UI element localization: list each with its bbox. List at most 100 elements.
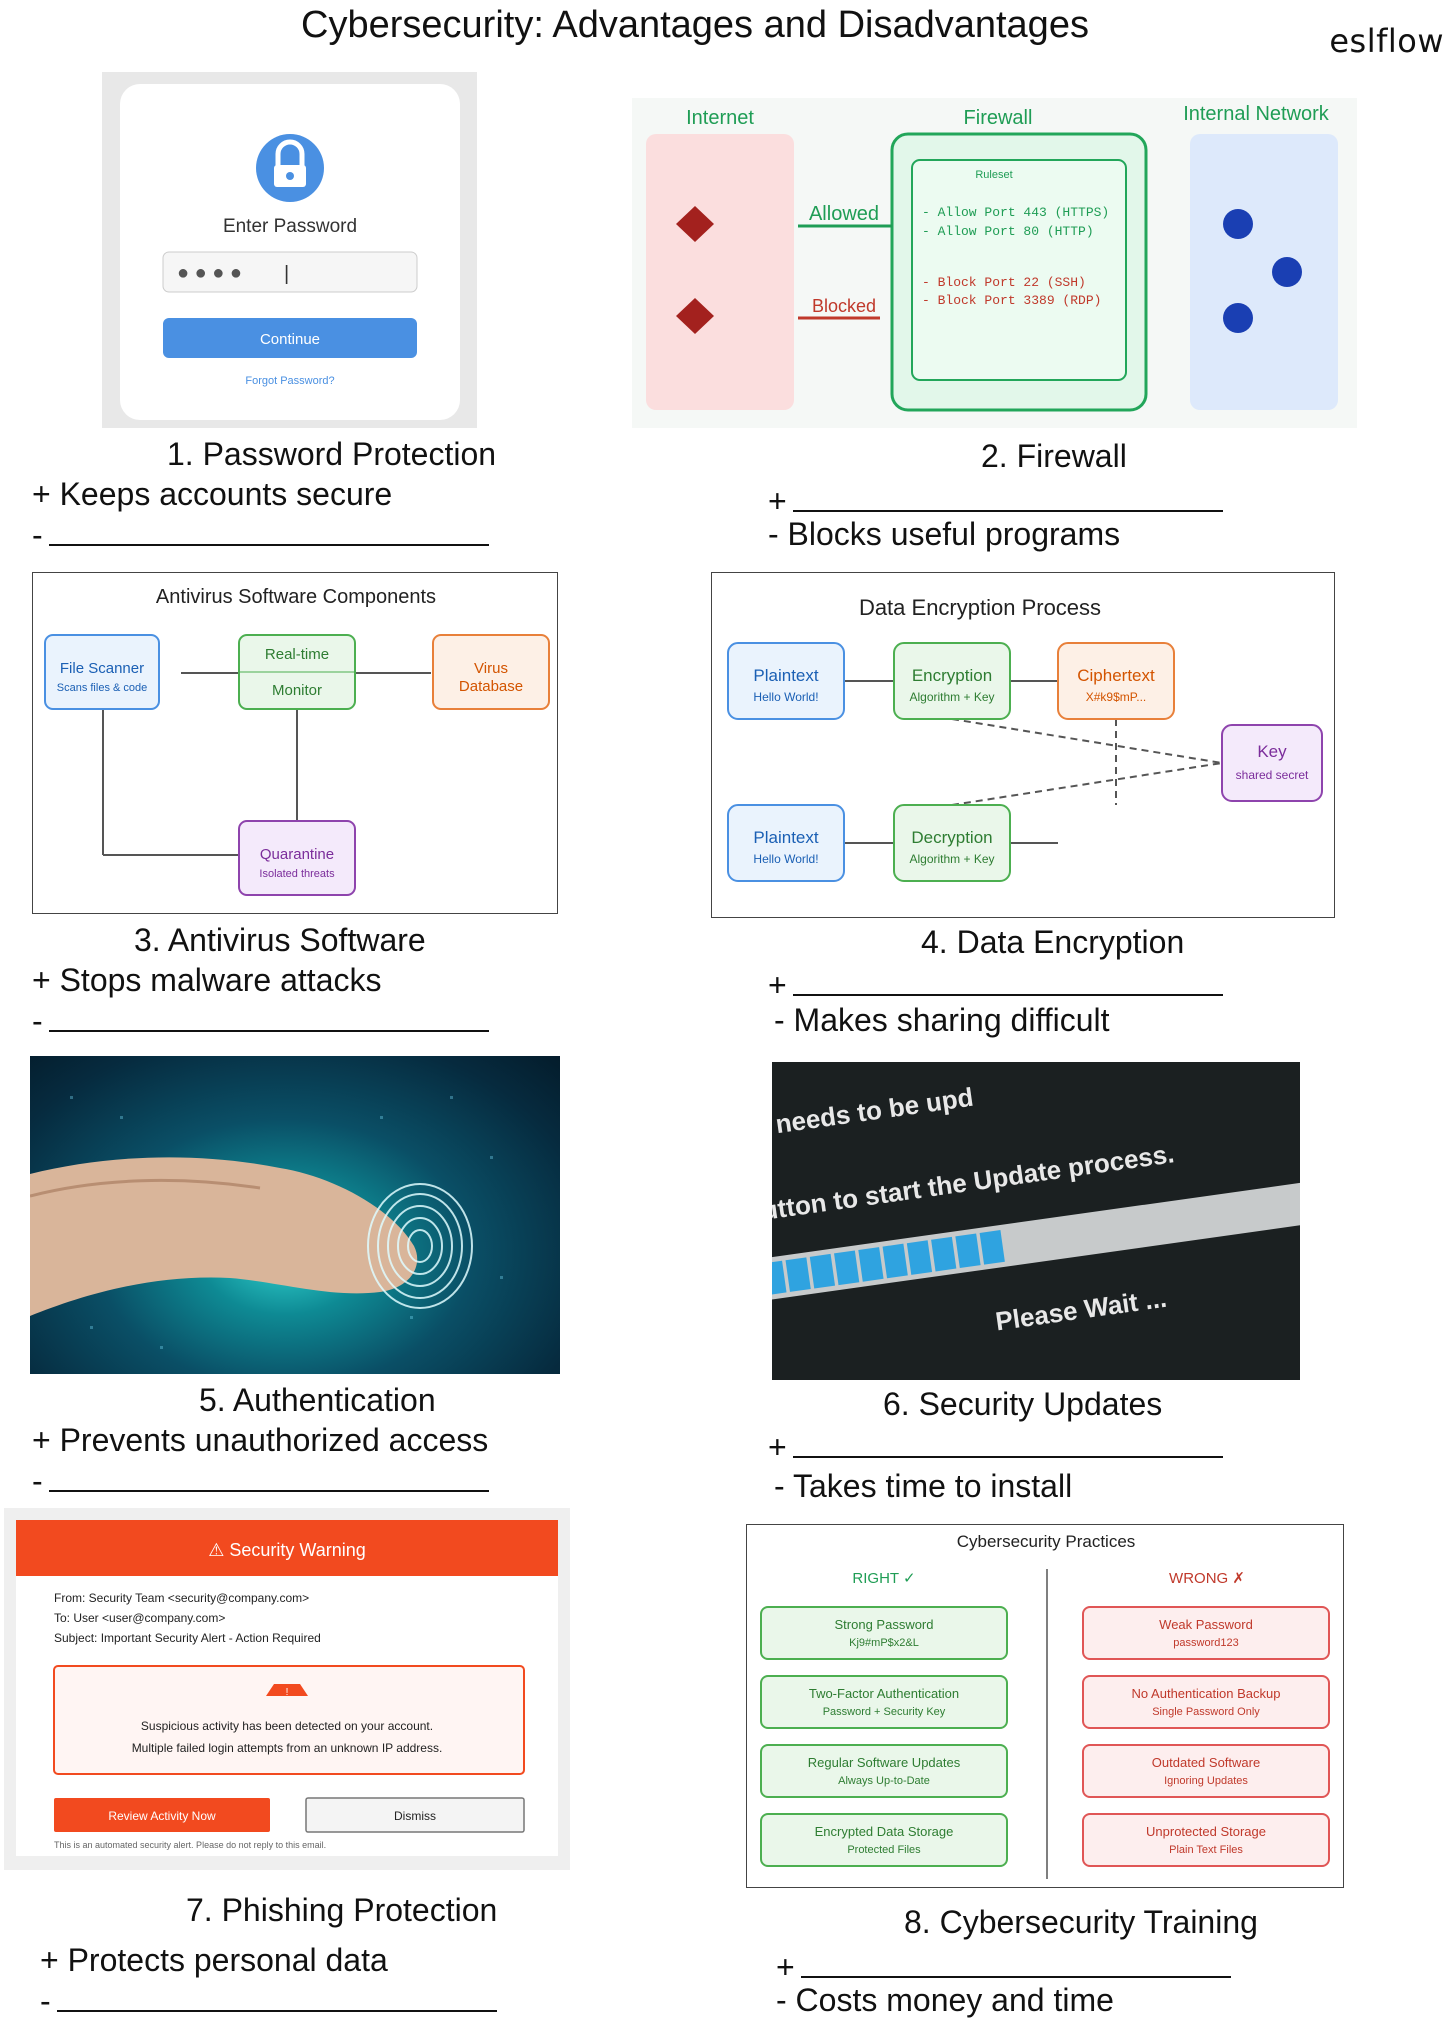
alert-line-2: Multiple failed login attempts from an u… <box>132 1741 443 1755</box>
encryption-figure: Data Encryption Process Plaintext Hello … <box>711 572 1335 918</box>
right-practice-box <box>760 1813 1008 1867</box>
firewall-figure: Internet Firewall Internal Network Allow… <box>632 98 1357 428</box>
disadvantage-1: - <box>32 514 489 554</box>
advantage-6: + <box>768 1426 1223 1466</box>
plus-sign: + <box>40 1942 59 1978</box>
allowed-packet-icon <box>676 206 714 242</box>
antivirus-diagram: Antivirus Software Components File Scann… <box>44 586 550 896</box>
encryption-title: Data Encryption Process <box>859 595 1101 620</box>
disadvantage-8-text: Costs money and time <box>795 1982 1114 2018</box>
right-practice-label: Strong Password <box>835 1617 934 1632</box>
alert-box <box>53 1665 525 1775</box>
training-figure: Cybersecurity Practices RIGHT ✓ WRONG ✗ … <box>746 1524 1344 1888</box>
disadvantage-6-text: Takes time to install <box>792 1468 1073 1504</box>
advantage-2-blank[interactable] <box>792 480 1223 512</box>
svg-text:Plaintext: Plaintext <box>753 828 818 847</box>
svg-text:Encryption: Encryption <box>912 666 992 685</box>
encryption-diagram: Data Encryption Process Plaintext Hello … <box>727 595 1323 882</box>
device-icon <box>1272 257 1302 287</box>
firewall-label: Firewall <box>964 107 1033 129</box>
file-scanner-box <box>44 634 160 710</box>
forgot-password-link: Forgot Password? <box>245 375 334 387</box>
blocked-label: Blocked <box>812 296 876 316</box>
progress-block <box>834 1250 860 1286</box>
allowed-label: Allowed <box>809 203 879 225</box>
wrong-practice-box <box>1082 1813 1330 1867</box>
advantage-6-blank[interactable] <box>792 1426 1223 1458</box>
progress-bar <box>772 1230 1005 1296</box>
advantage-3-text: Stops malware attacks <box>59 962 382 998</box>
advantage-5-text: Prevents unauthorized access <box>59 1422 489 1458</box>
email-from: From: Security Team <security@company.co… <box>54 1591 309 1605</box>
phishing-figure: ⚠ Security Warning From: Security Team <… <box>4 1508 570 1870</box>
fingerprint-photo <box>30 1056 560 1374</box>
right-column-heading: RIGHT ✓ <box>852 1570 915 1587</box>
disadvantage-7-blank[interactable] <box>56 1980 497 2012</box>
disadvantage-4: - Makes sharing difficult <box>774 1002 1110 1039</box>
training-diagram: Cybersecurity Practices RIGHT ✓ WRONG ✗ … <box>760 1532 1330 1879</box>
continue-label: Continue <box>260 331 320 348</box>
plaintext-output-box <box>727 804 845 882</box>
disadvantage-1-blank[interactable] <box>48 514 489 546</box>
advantage-4-blank[interactable] <box>792 964 1223 996</box>
advantage-4: + <box>768 964 1223 1004</box>
antivirus-figure: Antivirus Software Components File Scann… <box>32 572 558 914</box>
device-icon <box>1223 209 1253 239</box>
rule-block-22: - Block Port 22 (SSH) <box>922 275 1086 290</box>
svg-text:Hello World!: Hello World! <box>753 690 818 704</box>
advantage-1: + Keeps accounts secure <box>32 476 392 513</box>
progress-block <box>979 1230 1005 1265</box>
caption-3: 3. Antivirus Software <box>134 922 426 958</box>
update-screen-photo: e needs to be upd utton to start the Upd… <box>772 1062 1300 1380</box>
progress-block <box>931 1236 957 1272</box>
advantage-8-blank[interactable] <box>800 1946 1231 1978</box>
plus-sign: + <box>768 1429 787 1465</box>
svg-text:shared secret: shared secret <box>1236 768 1309 782</box>
please-wait-text: Please Wait ... <box>994 1283 1169 1337</box>
svg-text:Key: Key <box>1257 742 1287 761</box>
disadvantage-5-blank[interactable] <box>48 1460 489 1492</box>
advantage-8: + <box>776 1946 1231 1986</box>
review-activity-button[interactable] <box>54 1798 270 1832</box>
plus-sign: + <box>776 1949 795 1985</box>
right-practice-detail: Protected Files <box>847 1844 921 1856</box>
alert-line-1: Suspicious activity has been detected on… <box>141 1719 433 1733</box>
svg-text:Real-time: Real-time <box>265 646 329 663</box>
progress-block <box>906 1240 933 1275</box>
right-practice-detail: Kj9#mP$x2&L <box>849 1637 919 1649</box>
update-screen: e needs to be upd utton to start the Upd… <box>772 1082 1300 1337</box>
caption-5: 5. Authentication <box>199 1382 436 1418</box>
brand-logo: eslflow <box>1329 22 1444 60</box>
advantage-7-text: Protects personal data <box>67 1942 388 1978</box>
firewall-diagram: Internet Firewall Internal Network Allow… <box>646 103 1338 412</box>
svg-text:Monitor: Monitor <box>272 682 322 699</box>
advantage-2: + <box>768 480 1223 520</box>
disadvantage-3-blank[interactable] <box>48 1000 489 1032</box>
virus-database-box <box>432 634 550 710</box>
password-illustration: Enter Password ● ● ● ● | Continue Forgot… <box>120 84 460 420</box>
disadvantage-5: - <box>32 1460 489 1500</box>
device-icon <box>1223 303 1253 333</box>
email-to: To: User <user@company.com> <box>54 1611 225 1625</box>
internal-network-label: Internal Network <box>1183 103 1330 125</box>
page-title: Cybersecurity: Advantages and Disadvanta… <box>301 4 1089 46</box>
right-practice-box <box>760 1744 1008 1798</box>
disadvantage-8: - Costs money and time <box>776 1982 1114 2019</box>
review-activity-label: Review Activity Now <box>108 1809 216 1823</box>
internet-label: Internet <box>686 107 754 129</box>
wrong-practice-box <box>1082 1744 1330 1798</box>
right-practice-label: Regular Software Updates <box>808 1755 961 1770</box>
svg-text:Isolated threats: Isolated threats <box>259 868 335 880</box>
wrong-practice-box <box>1082 1675 1330 1729</box>
email-subject: Subject: Important Security Alert - Acti… <box>54 1631 321 1645</box>
wrong-practice-label: Unprotected Storage <box>1146 1824 1266 1839</box>
caption-2: 2. Firewall <box>981 438 1127 474</box>
minus-sign: - <box>32 1463 43 1499</box>
caption-6: 6. Security Updates <box>883 1386 1163 1422</box>
dismiss-button[interactable] <box>305 1797 525 1833</box>
svg-text:Algorithm + Key: Algorithm + Key <box>909 852 994 866</box>
svg-text:Plaintext: Plaintext <box>753 666 818 685</box>
disadvantage-4-text: Makes sharing difficult <box>793 1002 1110 1038</box>
plus-sign: + <box>768 967 787 1003</box>
finger-shape <box>30 1157 418 1316</box>
